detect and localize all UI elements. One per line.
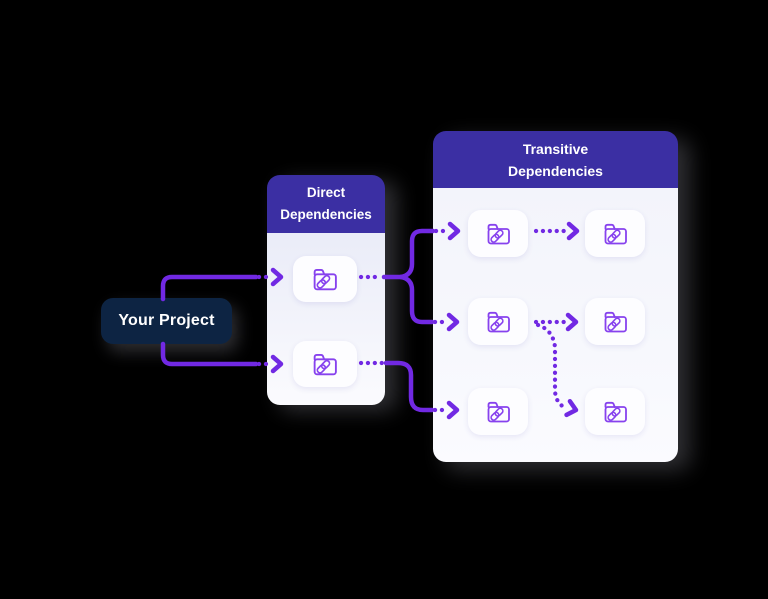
direct-dependencies-panel: Direct Dependencies (267, 175, 385, 405)
folder-link-icon (604, 223, 627, 245)
folder-link-icon (487, 223, 510, 245)
your-project-node: Your Project (101, 298, 232, 344)
dependency-tile (585, 388, 645, 435)
folder-link-icon (604, 311, 627, 333)
dependency-tile (585, 298, 645, 345)
transitive-dependencies-panel: Transitive Dependencies (433, 131, 678, 462)
folder-link-icon (604, 401, 627, 423)
connector-fork-up (398, 228, 436, 280)
connector-project-to-direct-1 (160, 274, 259, 302)
your-project-label: Your Project (118, 312, 215, 329)
folder-link-icon (487, 311, 510, 333)
direct-dependencies-body (267, 233, 385, 405)
dependency-tile (293, 341, 357, 387)
dependency-tile (585, 210, 645, 257)
connector-project-to-direct-2 (160, 341, 259, 367)
dependency-tile (293, 256, 357, 302)
direct-dependencies-title: Direct Dependencies (267, 175, 385, 233)
transitive-dependencies-title: Transitive Dependencies (433, 131, 678, 188)
transitive-dependencies-body (433, 188, 678, 462)
connector-direct2-to-row3 (383, 360, 435, 413)
dependency-tile (468, 210, 528, 257)
folder-link-icon (487, 401, 510, 423)
connector-fork-down (398, 274, 435, 325)
folder-link-icon (313, 269, 337, 291)
dependency-tile (468, 298, 528, 345)
folder-link-icon (313, 354, 337, 376)
dependency-tile (468, 388, 528, 435)
